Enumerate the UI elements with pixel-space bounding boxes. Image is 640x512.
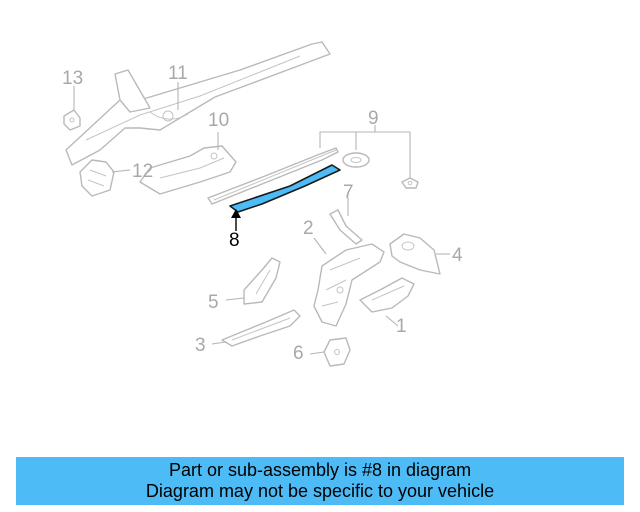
- part-6-mount[interactable]: [323, 337, 351, 367]
- callout-6: 6: [293, 343, 304, 364]
- banner-line-1: Part or sub-assembly is #8 in diagram: [168, 460, 472, 480]
- callout-3: 3: [195, 335, 206, 356]
- part-2-bracket-assembly[interactable]: [313, 243, 385, 327]
- callout-1: 1: [396, 316, 407, 337]
- part-7-strap[interactable]: [329, 209, 363, 245]
- callout-7: 7: [343, 182, 354, 203]
- parts-diagram: 13 11 10 12 9 7 8 2 4 5 1 3 6: [62, 41, 463, 367]
- callout-8: 8: [229, 230, 240, 251]
- banner-line-2: Diagram may not be specific to your vehi…: [145, 481, 495, 501]
- callout-4: 4: [452, 245, 463, 266]
- part-1-bracket[interactable]: [359, 277, 415, 313]
- part-10-shield-panel[interactable]: [139, 145, 237, 195]
- callout-9: 9: [368, 108, 379, 129]
- info-banner: Part or sub-assembly is #8 in diagram Di…: [16, 457, 624, 505]
- part-9-seal-strip[interactable]: [207, 147, 339, 205]
- callout-13: 13: [62, 68, 83, 89]
- part-9-grommet[interactable]: [342, 152, 370, 168]
- callout-11: 11: [168, 63, 188, 84]
- part-13-bracket[interactable]: [63, 109, 81, 131]
- callout-10: 10: [208, 110, 229, 131]
- part-8-weatherstrip[interactable]: [229, 164, 341, 213]
- callout-5: 5: [208, 292, 219, 313]
- callout-2: 2: [303, 218, 314, 239]
- leader-lines: [73, 82, 450, 355]
- callout-12: 12: [132, 161, 153, 182]
- part-4-bracket[interactable]: [389, 233, 441, 275]
- part-5-bracket[interactable]: [243, 257, 281, 305]
- part-9-clip[interactable]: [401, 177, 419, 189]
- part-3-bracket[interactable]: [221, 309, 301, 347]
- callout-labels: 13 11 10 12 9 7 8 2 4 5 1 3 6: [62, 63, 463, 364]
- part-11-frame-rail[interactable]: [65, 41, 331, 166]
- part-12-bracket[interactable]: [79, 159, 115, 197]
